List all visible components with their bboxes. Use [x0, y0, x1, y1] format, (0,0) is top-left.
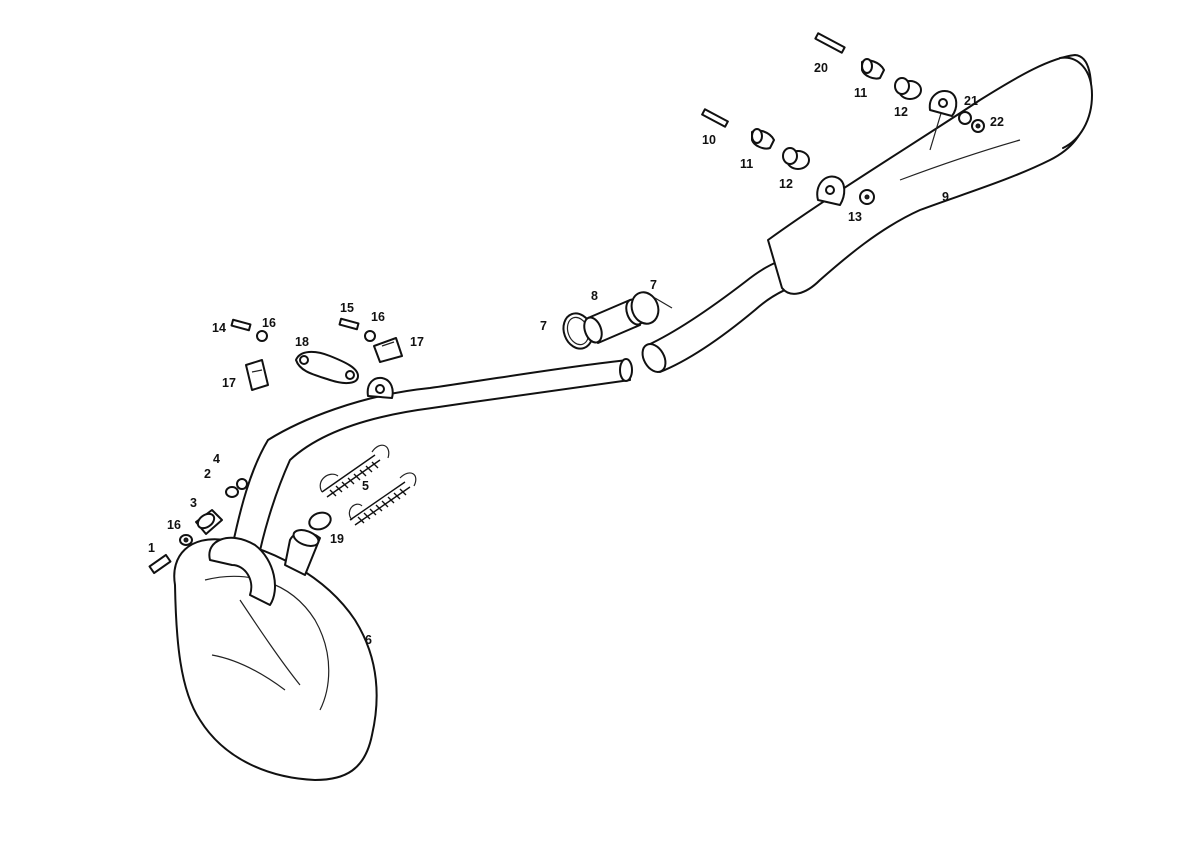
label-part-4: 4 — [213, 452, 220, 466]
label-part-7-left: 7 — [540, 319, 547, 333]
label-part-6: 6 — [365, 633, 372, 647]
label-part-5: 5 — [362, 479, 369, 493]
label-part-21: 21 — [964, 94, 978, 108]
label-part-10: 10 — [702, 133, 716, 147]
label-part-12-lower: 12 — [779, 177, 793, 191]
springs — [319, 444, 417, 526]
label-part-20: 20 — [814, 61, 828, 75]
label-part-17-right: 17 — [410, 335, 424, 349]
label-part-11-lower: 11 — [740, 157, 753, 171]
label-part-9: 9 — [942, 190, 949, 204]
expansion-chamber — [173, 358, 633, 781]
label-part-15: 15 — [340, 301, 354, 315]
label-part-16-a: 16 — [167, 518, 181, 532]
label-part-13: 13 — [848, 210, 862, 224]
label-part-8: 8 — [591, 289, 598, 303]
label-part-12-upper: 12 — [894, 105, 908, 119]
label-part-16-c: 16 — [371, 310, 385, 324]
label-part-19: 19 — [330, 532, 344, 546]
part-number-labels: 1 2 3 4 5 6 7 7 8 9 10 11 11 12 12 13 14… — [148, 61, 1004, 647]
label-part-3: 3 — [190, 496, 197, 510]
label-part-14: 14 — [212, 321, 226, 335]
label-part-1: 1 — [148, 541, 155, 555]
label-part-22: 22 — [990, 115, 1004, 129]
label-part-17-left: 17 — [222, 376, 236, 390]
silencer — [641, 54, 1093, 373]
label-part-7-right: 7 — [650, 278, 657, 292]
label-part-18: 18 — [295, 335, 309, 349]
label-part-2: 2 — [204, 467, 211, 481]
hardware — [148, 32, 985, 575]
label-part-11-upper: 11 — [854, 86, 867, 100]
label-part-16-b: 16 — [262, 316, 276, 330]
